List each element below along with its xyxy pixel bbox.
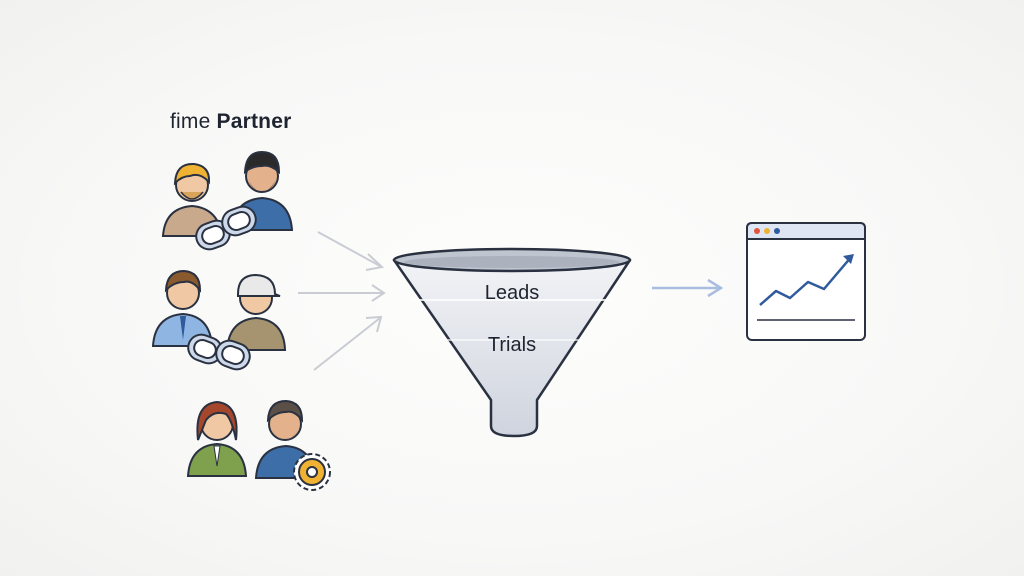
gear-icon [293,453,331,491]
partner-pair-1 [161,150,294,251]
browser-growth-chart-icon [746,222,866,341]
person-icon [254,399,317,479]
window-maximize-dot [774,228,780,234]
person-icon [151,269,214,347]
window-minimize-dot [764,228,770,234]
title-suffix: Partner [216,110,292,133]
partner-pair-3 [186,399,331,491]
arrow-right-icon [652,278,724,298]
partner-pair-2 [151,269,287,371]
funnel-stage-leads: Leads [484,282,540,304]
chain-link-icon [195,205,257,251]
arrow-right-icon [313,315,383,371]
arrow-right-icon [317,231,385,271]
funnel-icon [392,247,632,438]
chain-link-icon [187,333,251,371]
person-icon [161,162,224,237]
person-icon [186,400,248,477]
title-prefix: fime [170,110,211,133]
diagram-title: fime Partner [170,110,291,134]
person-icon [225,273,287,351]
window-close-dot [754,228,760,234]
funnel-stage-trials: Trials [487,334,537,356]
arrow-right-icon [298,284,386,302]
